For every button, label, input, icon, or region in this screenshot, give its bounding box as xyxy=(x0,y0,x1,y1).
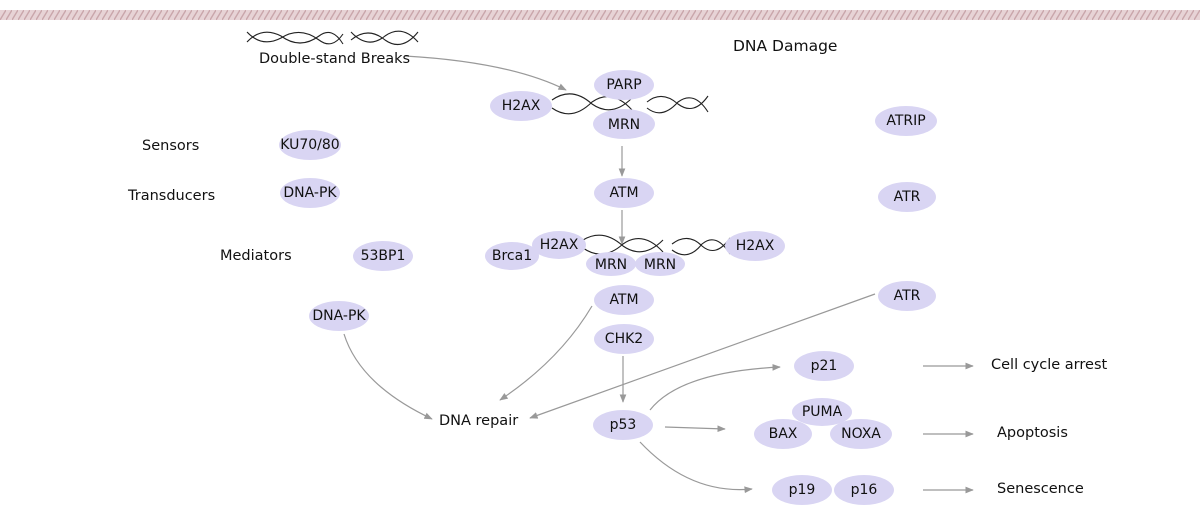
diagram-title: DNA Damage xyxy=(733,37,837,55)
arrow-p53-to-apoptosis-genes xyxy=(664,425,726,433)
parp-node-bg xyxy=(594,70,654,100)
free-labels: DNA Damage Double-stand Breaks Sensors T… xyxy=(127,37,1108,497)
puma-node: PUMA xyxy=(802,404,843,420)
atm-top-node-bg xyxy=(594,178,654,208)
p19-node-bg xyxy=(772,475,832,505)
node-labels: PARP H2AX MRN ATRIP KU70/80 DNA-PK ATM A… xyxy=(280,77,925,498)
h2ax-top-node: H2AX xyxy=(502,98,541,114)
h2ax-mid-right-node: H2AX xyxy=(736,238,775,254)
p53-node: p53 xyxy=(610,417,637,433)
helix-break-top-icon xyxy=(551,93,709,115)
atrip-node: ATRIP xyxy=(886,113,925,129)
mrn-top-node-bg xyxy=(593,109,655,139)
bax-node: BAX xyxy=(769,426,798,442)
mrn-mid-2-node-bg xyxy=(635,252,685,276)
arrow-p53-to-p19 xyxy=(639,441,753,494)
atr-low-node: ATR xyxy=(894,288,921,304)
53bp1-node: 53BP1 xyxy=(361,248,406,264)
brca1-node: Brca1 xyxy=(492,248,532,264)
atrip-node-bg xyxy=(875,106,937,136)
p16-node: p16 xyxy=(851,482,878,498)
p19-node: p19 xyxy=(789,482,816,498)
h2ax-mid-left-node: H2AX xyxy=(540,237,579,253)
top-border-pattern xyxy=(0,10,1200,20)
mrn-mid-1-node: MRN xyxy=(595,257,627,273)
chk2-node: CHK2 xyxy=(605,331,643,347)
senescence-label: Senescence xyxy=(997,481,1084,497)
dsb-label: Double-stand Breaks xyxy=(259,51,410,67)
arrows xyxy=(343,55,974,494)
p21-node: p21 xyxy=(811,358,838,374)
mrn-mid-2-node: MRN xyxy=(644,257,676,273)
atr-top-node-bg xyxy=(878,182,936,212)
dnapk-low-node-bg xyxy=(309,301,369,331)
dnapk-low-node: DNA-PK xyxy=(312,308,366,324)
atm-low-node-bg xyxy=(594,285,654,315)
dna-repair-label: DNA repair xyxy=(439,413,518,429)
noxa-node-bg xyxy=(830,419,892,449)
arrow-atm-to-repair xyxy=(499,305,593,401)
row-label-mediators: Mediators xyxy=(220,248,292,264)
parp-node: PARP xyxy=(606,77,641,93)
nodes xyxy=(279,70,937,505)
mrn-top-node: MRN xyxy=(608,117,640,133)
cell-cycle-arrest-label: Cell cycle arrest xyxy=(991,357,1108,373)
apoptosis-label: Apoptosis xyxy=(997,425,1068,441)
arrow-dsb-to-complex xyxy=(404,55,567,91)
h2ax-mid-left-node-bg xyxy=(532,231,586,259)
arrow-p53-to-p21 xyxy=(649,364,781,411)
row-label-transducers: Transducers xyxy=(127,188,215,204)
mrn-mid-1-node-bg xyxy=(586,252,636,276)
puma-node-bg xyxy=(792,398,852,426)
h2ax-top-node-bg xyxy=(490,91,552,121)
atm-low-node: ATM xyxy=(609,292,638,308)
h2ax-mid-right-node-bg xyxy=(725,231,785,261)
chk2-node-bg xyxy=(594,324,654,354)
top-border-strip xyxy=(0,0,1200,24)
p21-node-bg xyxy=(794,351,854,381)
atr-low-node-bg xyxy=(878,281,936,311)
dna-helix-drawings xyxy=(246,30,731,256)
arrow-atr-to-repair xyxy=(529,293,876,419)
ku7080-node-bg xyxy=(279,130,341,160)
atr-top-node: ATR xyxy=(894,189,921,205)
arrow-dnapk-to-repair xyxy=(343,333,433,420)
dsb-helix-icon xyxy=(246,30,419,46)
noxa-node: NOXA xyxy=(841,426,881,442)
dnapk-top-node-bg xyxy=(280,178,340,208)
atm-top-node: ATM xyxy=(609,185,638,201)
bax-node-bg xyxy=(754,419,812,449)
row-label-sensors: Sensors xyxy=(142,138,199,154)
ku7080-node: KU70/80 xyxy=(280,137,339,153)
53bp1-node-bg xyxy=(353,241,413,271)
helix-break-mid-icon xyxy=(582,234,731,256)
dnapk-top-node: DNA-PK xyxy=(283,185,337,201)
p16-node-bg xyxy=(834,475,894,505)
p53-node-bg xyxy=(593,410,653,440)
brca1-node-bg xyxy=(485,242,539,270)
